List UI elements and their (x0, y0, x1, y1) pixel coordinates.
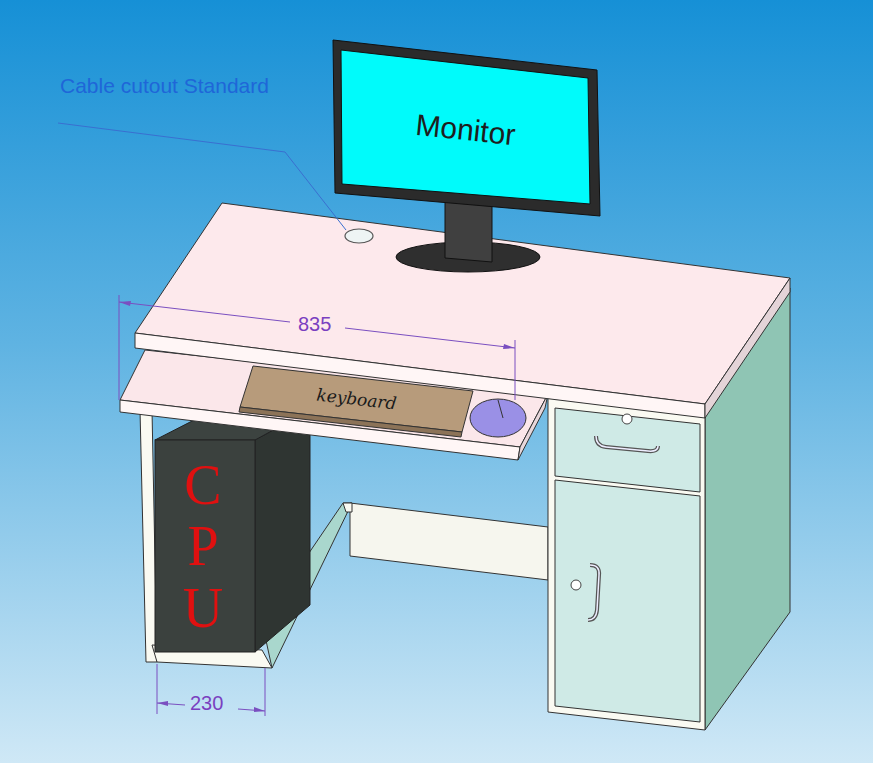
keyhole (571, 580, 581, 590)
desktop-side-edge (705, 278, 790, 418)
door-handle (588, 565, 599, 620)
cpu-label: CPU (171, 451, 235, 644)
monitor-neck (445, 198, 492, 262)
dimension-line (345, 328, 515, 348)
cable-cutout (345, 229, 373, 243)
pedestal-front (548, 398, 705, 730)
modesty-panel (350, 503, 548, 580)
extension-line (265, 668, 266, 716)
keyboard-edge (239, 407, 462, 437)
dimension-text: 230 (190, 692, 223, 715)
dimension-text: 835 (298, 313, 331, 336)
door-handle-highlight (588, 565, 599, 620)
callout-text: Cable cutout Standard (60, 74, 320, 98)
drawer-handle (596, 436, 658, 451)
left-leg (140, 410, 157, 662)
keyboard-label: keyboard (313, 382, 400, 416)
dimension-arrow (119, 301, 131, 306)
monitor-screen-label: Monitor (407, 100, 524, 160)
node-text: keyboard (315, 384, 398, 413)
side-panel-edge (343, 503, 352, 512)
cpu-side (255, 410, 310, 652)
desktop-front-edge (135, 333, 705, 418)
extension-line (157, 664, 158, 714)
door-front (555, 480, 700, 722)
dimension-arrow (503, 344, 515, 349)
dimension-arrow (254, 707, 265, 712)
drawer-handle-highlight (596, 436, 658, 451)
dimension-line (119, 302, 290, 322)
extension-line (515, 340, 516, 400)
mouse-button-split (498, 400, 503, 418)
keyhole (622, 414, 632, 424)
mouse (470, 399, 526, 437)
dimension-arrow (157, 701, 168, 706)
monitor-screen (341, 50, 590, 204)
node-text: Monitor (413, 107, 517, 153)
leader-line (58, 123, 346, 230)
cpu-front (155, 440, 255, 652)
monitor-frame (333, 40, 600, 216)
drawer-front (555, 408, 700, 492)
node-text: CPU (175, 455, 231, 640)
extension-line (119, 295, 120, 400)
